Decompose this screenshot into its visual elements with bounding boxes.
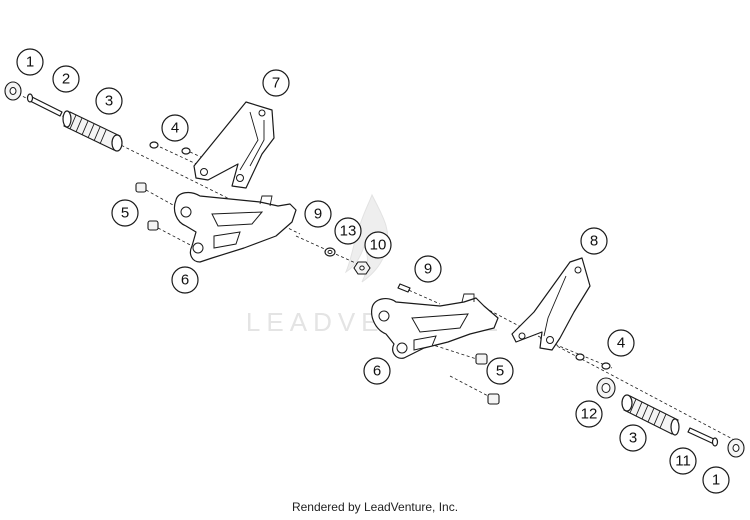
svg-text:1: 1 <box>712 472 720 489</box>
svg-text:10: 10 <box>370 237 387 254</box>
callout-1-right[interactable]: 1 <box>702 466 730 494</box>
svg-text:3: 3 <box>105 93 113 110</box>
end-cap-right <box>727 438 745 458</box>
right-bolt-axis <box>429 343 487 363</box>
left-bolt-axis-2 <box>157 227 197 249</box>
svg-text:6: 6 <box>181 272 189 289</box>
heel-guard-bolts-left <box>149 141 191 155</box>
heel-guard-bolts-right <box>575 353 611 370</box>
bracket-bolts-left <box>135 182 159 231</box>
callout-5-left[interactable]: 5 <box>111 199 139 227</box>
svg-text:4: 4 <box>171 120 179 137</box>
heel-guard-right <box>511 257 591 351</box>
nut-left <box>353 261 371 275</box>
svg-text:1: 1 <box>26 54 34 71</box>
svg-text:9: 9 <box>314 206 322 223</box>
render-credit: Rendered by LeadVenture, Inc. <box>291 500 459 514</box>
callout-3-left[interactable]: 3 <box>95 87 123 115</box>
callout-4-left[interactable]: 4 <box>161 114 189 142</box>
heel-guard-left <box>193 101 275 189</box>
callout-6-right[interactable]: 6 <box>363 357 391 385</box>
svg-text:6: 6 <box>373 363 381 380</box>
pivot-pin-right <box>397 283 411 293</box>
pin-left <box>26 93 63 117</box>
svg-text:11: 11 <box>675 453 691 470</box>
right-pin-axis <box>403 287 441 305</box>
footpeg-bracket-left <box>173 191 297 263</box>
svg-text:4: 4 <box>617 335 625 352</box>
svg-text:5: 5 <box>496 363 504 380</box>
bushing-right <box>596 377 616 399</box>
callout-9-left[interactable]: 9 <box>304 200 332 228</box>
callout-5-right[interactable]: 5 <box>486 357 514 385</box>
footpeg-left <box>62 110 123 152</box>
callout-7[interactable]: 7 <box>262 69 290 97</box>
pin-right <box>687 427 719 447</box>
callout-12[interactable]: 12 <box>575 400 603 428</box>
end-cap-left <box>4 81 22 101</box>
svg-text:8: 8 <box>590 233 598 250</box>
svg-text:12: 12 <box>581 406 598 423</box>
right-peg-axis <box>469 299 743 445</box>
callout-6-left[interactable]: 6 <box>171 266 199 294</box>
callout-9-right[interactable]: 9 <box>414 255 442 283</box>
callout-3-right[interactable]: 3 <box>619 424 647 452</box>
callout-1-left[interactable]: 1 <box>16 48 44 76</box>
footpeg-right <box>621 394 680 436</box>
svg-text:13: 13 <box>340 223 357 240</box>
svg-text:7: 7 <box>272 75 280 92</box>
right-bolt-axis-2 <box>449 375 493 399</box>
bracket-bolts-right <box>475 353 500 405</box>
svg-text:3: 3 <box>629 430 637 447</box>
svg-text:9: 9 <box>424 261 432 278</box>
footpeg-bracket-right <box>371 293 499 359</box>
washer-left <box>324 247 336 257</box>
callout-2[interactable]: 2 <box>52 65 80 93</box>
left-footpeg-assembly <box>4 81 371 275</box>
left-pivot-axis <box>295 235 363 267</box>
callout-8[interactable]: 8 <box>580 227 608 255</box>
callout-4-right[interactable]: 4 <box>607 329 635 357</box>
callout-11[interactable]: 11 <box>669 447 697 475</box>
svg-text:2: 2 <box>62 71 70 88</box>
svg-text:5: 5 <box>121 205 129 222</box>
callout-13[interactable]: 13 <box>334 217 362 245</box>
right-footpeg-assembly <box>371 257 745 458</box>
callout-10[interactable]: 10 <box>364 231 392 259</box>
